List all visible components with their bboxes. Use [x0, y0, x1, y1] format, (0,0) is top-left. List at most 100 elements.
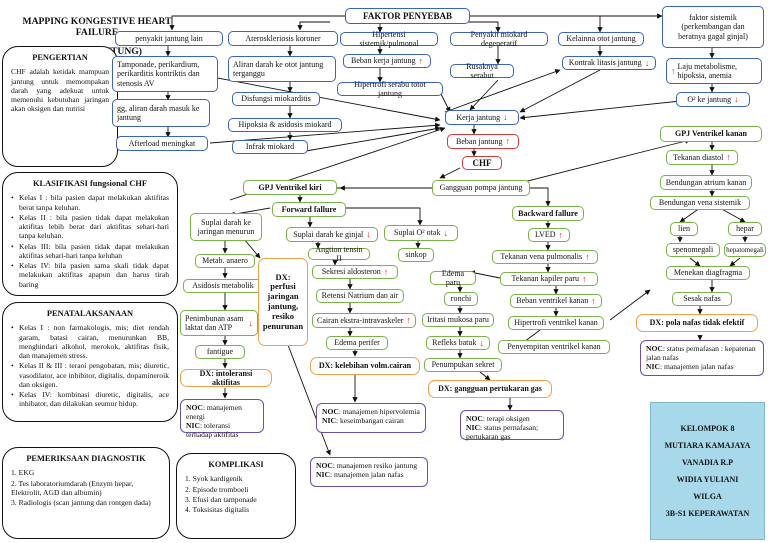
- nic-text: : status pernafasan; pertukaran gas: [466, 423, 539, 442]
- plan-pola-nafas: NOC: status pernafasan : kepatenan jalan…: [640, 340, 764, 376]
- klasifikasi-item: Kelas II : bila pasien tidak dapat melak…: [11, 213, 169, 241]
- down-arrow-icon: ↓: [734, 94, 739, 105]
- dx-perfusi: DX: perfusi jaringan jantung, resiko pen…: [258, 258, 308, 346]
- noc-label: NOC: [322, 407, 339, 416]
- node-fantigue: fantigue: [195, 345, 245, 359]
- down-arrow-icon: ↓: [366, 229, 371, 240]
- node-beban-jantung: Beban jantung↑: [447, 134, 519, 149]
- penatalaksanaan-item: Kelas I : non farmakologis, mis; diet re…: [11, 323, 169, 360]
- node-iritasi: Iritasi mukosa paru: [422, 313, 494, 327]
- tekanan-vena-label: Tekanan vena pulmonalis: [500, 252, 583, 262]
- node-menekan: Menekan diagfragma: [666, 266, 750, 280]
- node-suplai-otak: Suplai O² otak↓: [384, 225, 458, 241]
- node-disfungsi: Disfungsi miokarditis: [232, 92, 320, 106]
- node-sinkop: sinkop: [398, 248, 434, 262]
- node-forward: Forward fallure: [272, 202, 346, 217]
- node-kerja-jantung: Kerja jantung↓: [445, 110, 519, 125]
- klasifikasi-item: Kelas IV: bila pasien sama skali tidak d…: [11, 261, 169, 289]
- up-arrow-icon: ↑: [418, 55, 423, 66]
- node-kelainan: Kelainna otot jantung: [558, 32, 644, 46]
- noc-text: : status pernafasan : kepatenan jalan na…: [646, 344, 756, 363]
- node-infrak: Infrak miokard: [232, 140, 308, 154]
- refleks-label: Refleks batuk: [432, 338, 477, 348]
- node-retensi: Retensi Natrium dan air: [316, 289, 404, 303]
- node-rusaknya: Rusaknya serabut: [450, 62, 514, 80]
- cairan-label: Cairan ekstra-intravaskeler: [317, 315, 404, 325]
- node-chf: CHF: [462, 156, 502, 170]
- node-laju: ↑Laju metabolisme, hipoksia, anemia: [666, 58, 762, 84]
- node-hipertensi: Hipertensi sistemik/pulmonal: [340, 30, 438, 48]
- team-class: 3B-S1 KEPERAWATAN: [665, 509, 750, 518]
- team-box: KELOMPOK 8 MUTIARA KAMAJAYA VANADIA R.P …: [650, 402, 765, 540]
- noc-text: : terapi oksigen: [482, 414, 530, 423]
- node-angtion: Angtion tensin II: [308, 245, 370, 263]
- pemeriksaan-box: PEMERIKSAAN DIAGNOSTIK 1. EKG 2. Tes lab…: [2, 447, 170, 539]
- up-arrow-icon: ↑: [558, 229, 564, 240]
- penatalaksanaan-list: Kelas I : non farmakologis, mis; diet re…: [11, 323, 169, 408]
- up-arrow-icon: ↑: [406, 315, 411, 326]
- node-ronchi: ronchi: [444, 292, 478, 306]
- team-member: MUTIARA KAMAJAYA: [664, 441, 751, 450]
- noc-label: NOC: [646, 344, 663, 353]
- team-member: WILGA: [693, 492, 722, 501]
- down-arrow-icon: ↓: [503, 112, 508, 123]
- node-penimbunan: Penimbunan asam laktat dan ATP↓: [180, 310, 258, 336]
- klasifikasi-item: Kelas I : bila pasien dapat melakukan ak…: [11, 193, 169, 212]
- klasifikasi-heading: KLASIFIKASI fungsional CHF: [32, 179, 148, 188]
- beban-ventrikel-label: Beban ventrikel kanan: [516, 296, 589, 306]
- beban-jantung-label: Beban jantung: [456, 136, 503, 146]
- node-lved: LVED↑: [528, 228, 570, 242]
- node-o2-jantung: O² ke jantung↓: [676, 92, 750, 107]
- node-aterosklerosis: Ateroskleriosis koroner: [228, 31, 338, 46]
- nic-text: : manajemen jalan nafas: [659, 362, 734, 372]
- node-sekresi: Sekresi aldosteron↑: [312, 265, 398, 279]
- node-gpj-kiri: GPJ Ventrikel kiri: [243, 180, 337, 195]
- node-edema-perifer: Edema perifer: [326, 336, 388, 350]
- node-afterload: Afterload meningkat: [116, 136, 208, 151]
- node-bendungan-atrium: Bendungan atrium kanan: [660, 175, 752, 190]
- node-beban-ventrikel: Beban ventrikel kanan↑: [510, 294, 602, 308]
- suplai-ginjal-label: Suplai darah ke ginjal: [293, 229, 364, 239]
- plan-nic: NIC: status pernafasan; pertukaran gas: [466, 423, 558, 441]
- node-tekanan-vena: Tekanan vena pulmonalis↑: [492, 250, 598, 264]
- klasifikasi-list: Kelas I : bila pasien dapat melakukan ak…: [11, 193, 169, 289]
- dx-pola-nafas: DX: pola nafas tidak efektif: [636, 314, 758, 332]
- node-tekanan-kapiler: Tekanan kapiler paru↑: [500, 272, 598, 286]
- laju-label: Laju metabolisme, hipoksia, anemia: [677, 61, 738, 80]
- node-cairan: Cairan ekstra-intravaskeler↑: [312, 313, 416, 328]
- tekanan-kapiler-label: Tekanan kapiler paru: [511, 274, 579, 284]
- node-edema-paru: Edema paru: [430, 269, 476, 287]
- node-suplai-jaringan: Suplai darah ke jaringan menurun: [190, 213, 262, 241]
- plan-noc: NOC: terapi oksigen: [466, 414, 558, 423]
- node-asidosis-metabolik: Asidosis metabolik: [183, 279, 263, 293]
- plan-nic: NIC: manajemen jalan nafas: [316, 470, 422, 479]
- pengertian-heading: PENGERTIAN: [32, 53, 88, 62]
- plan-resiko: NOC: manajemen resiko jantung NIC: manaj…: [310, 457, 428, 487]
- node-penumpukan: Penumpukan sekret: [424, 358, 502, 372]
- up-arrow-icon: ↑: [581, 273, 587, 284]
- node-faktor-sistemik: faktor sistemik (perkembangan dan beratn…: [662, 6, 764, 48]
- node-metab: Metab. anaero: [195, 254, 255, 268]
- node-tamponade: Tamponade, perikardium, perikarditis kon…: [112, 56, 218, 92]
- pemeriksaan-heading: PEMERIKSAAN DIAGNOSTIK: [26, 454, 146, 463]
- up-arrow-icon: ↑: [726, 152, 731, 163]
- penatalaksanaan-item: Kelas II & III : teraoi pengobatan, mis;…: [11, 361, 169, 389]
- lved-label: LVED: [534, 230, 556, 240]
- node-gg-aliran: gg, aliran darah masuk ke jantung: [112, 99, 210, 127]
- dx-kelebihan: DX: kelebihan volm.cairan: [310, 357, 420, 375]
- klasifikasi-box: KLASIFIKASI fungsional CHF Kelas I : bil…: [2, 172, 178, 296]
- down-arrow-icon: ↓: [443, 227, 448, 238]
- komplikasi-item: 1. Syok kardigenik: [185, 474, 243, 484]
- plan-noc: NOC: manajemen hipervolemia: [322, 407, 420, 416]
- plan-noc: NOC: manajemen energi: [186, 403, 258, 421]
- komplikasi-list: 1. Syok kardigenik 2. Episode tromboeli …: [185, 474, 287, 514]
- nic-text: : toleransi terhadap aktifitas: [186, 421, 239, 440]
- sekresi-label: Sekresi aldosteron: [321, 267, 381, 277]
- noc-text: : manajemen hipervolemia: [338, 407, 420, 416]
- team-member: WIDIA YULIANI: [676, 475, 739, 484]
- node-tekanan-diastol: Tekanan diastol↑: [666, 150, 738, 165]
- beban-kerja-label: Beban kerja jantung: [351, 56, 416, 66]
- node-hepatomegali: hepatomegali: [724, 243, 766, 257]
- plan-nic: NIC: manajemen jalan nafas: [646, 362, 758, 371]
